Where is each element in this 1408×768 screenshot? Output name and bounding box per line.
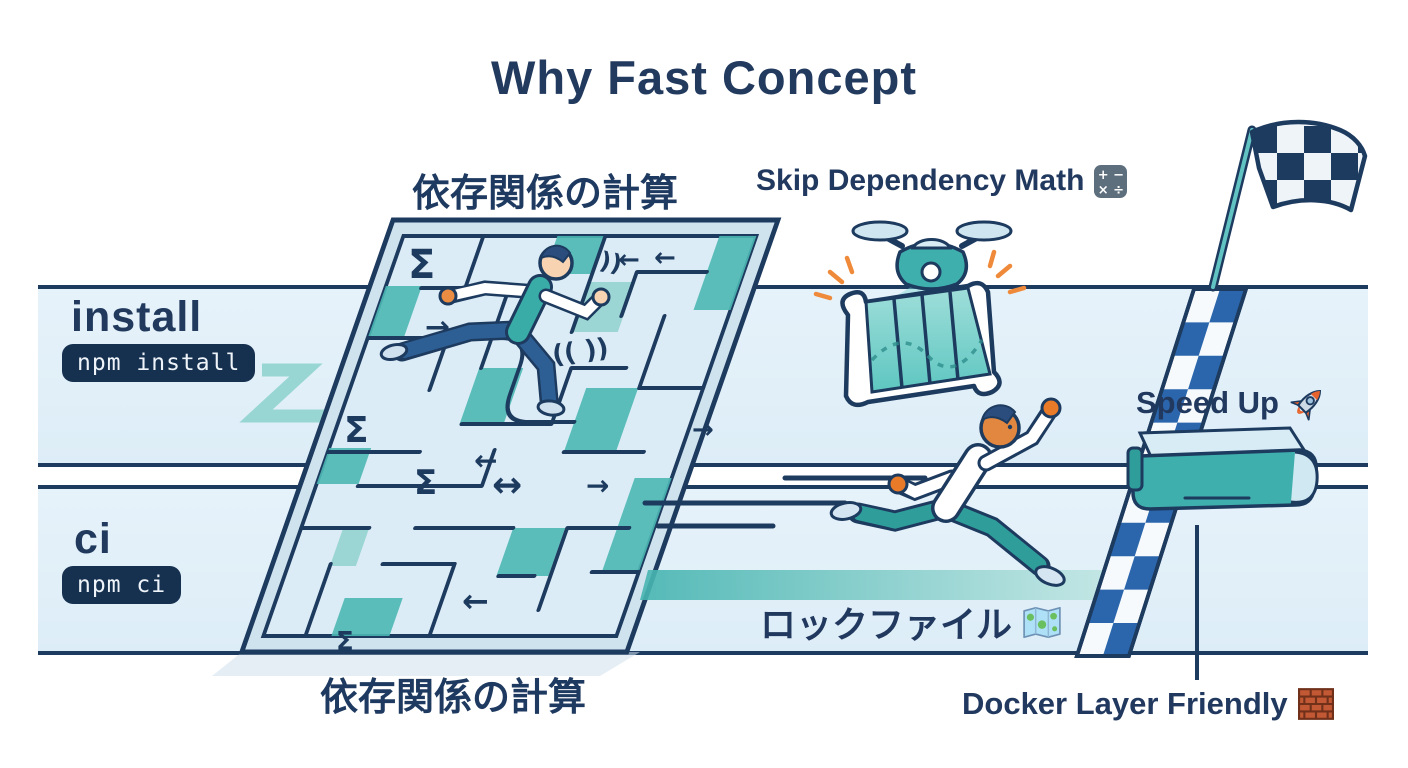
arrow-left-symbol: ← bbox=[474, 444, 497, 477]
arrow-left-symbol: ← bbox=[654, 243, 676, 273]
maze-teal-corridors bbox=[316, 236, 757, 636]
docker-label: Docker Layer Friendly bbox=[962, 686, 1288, 721]
maze-illustration bbox=[238, 217, 782, 655]
finish-mat bbox=[1126, 426, 1319, 511]
lockfile-label: ロックファイル bbox=[760, 604, 1013, 645]
maze-symbols: Σ Σ Σ Σ → ← ← → ← ↔ → ← (( )) )) bbox=[336, 242, 714, 657]
docker-callout: Docker Layer Friendly bbox=[962, 686, 1334, 722]
ci-runner-figure bbox=[829, 397, 1066, 587]
sparkle-marks bbox=[813, 249, 1027, 301]
swoosh-arrow bbox=[239, 363, 328, 423]
arrow-left-symbol: ← bbox=[462, 582, 489, 620]
lockfile-callout: ロックファイル bbox=[760, 596, 1062, 648]
page-title: Why Fast Concept bbox=[491, 51, 917, 104]
ci-label: ci bbox=[74, 515, 112, 563]
calculator-row1: + − bbox=[1097, 167, 1125, 183]
sigma-symbol: Σ bbox=[414, 463, 437, 503]
drone-icon bbox=[851, 220, 1013, 291]
checkered-flag-icon bbox=[1208, 119, 1368, 292]
install-caption-top: 依存関係の計算 bbox=[412, 173, 679, 215]
calculator-row2: × ÷ bbox=[1097, 182, 1125, 198]
rocket-icon bbox=[1290, 390, 1321, 421]
bricks-icon bbox=[1297, 688, 1334, 720]
speed-up-label: Speed Up bbox=[1136, 385, 1279, 420]
arrow-right-symbol: → bbox=[586, 469, 609, 502]
skip-dependency-label: Skip Dependency Math bbox=[756, 164, 1085, 197]
sprint-path bbox=[640, 570, 1105, 600]
ci-caption-bottom: 依存関係の計算 bbox=[320, 677, 587, 719]
skip-dependency-callout: Skip Dependency Math + − × ÷ bbox=[756, 164, 1128, 198]
arrow-left-symbol: ← bbox=[618, 245, 640, 275]
maze-runner-figure bbox=[379, 244, 611, 417]
maze-shadow bbox=[212, 652, 640, 676]
sigma-symbol: Σ bbox=[344, 410, 369, 451]
arrow-both-symbol: ↔ bbox=[492, 465, 522, 506]
npm-install-badge: npm install bbox=[62, 344, 256, 382]
map-illustration bbox=[840, 280, 1002, 408]
speed-up-callout: Speed Up bbox=[1136, 384, 1327, 422]
arrow-right-symbol: → bbox=[692, 415, 714, 445]
sigma-symbol: Σ bbox=[408, 242, 435, 288]
calculator-icon: + − × ÷ bbox=[1094, 164, 1128, 198]
install-label: install bbox=[71, 293, 203, 341]
npm-ci-badge: npm ci bbox=[62, 566, 182, 604]
sigma-symbol: Σ bbox=[336, 627, 354, 657]
world-map-icon bbox=[1023, 606, 1061, 638]
